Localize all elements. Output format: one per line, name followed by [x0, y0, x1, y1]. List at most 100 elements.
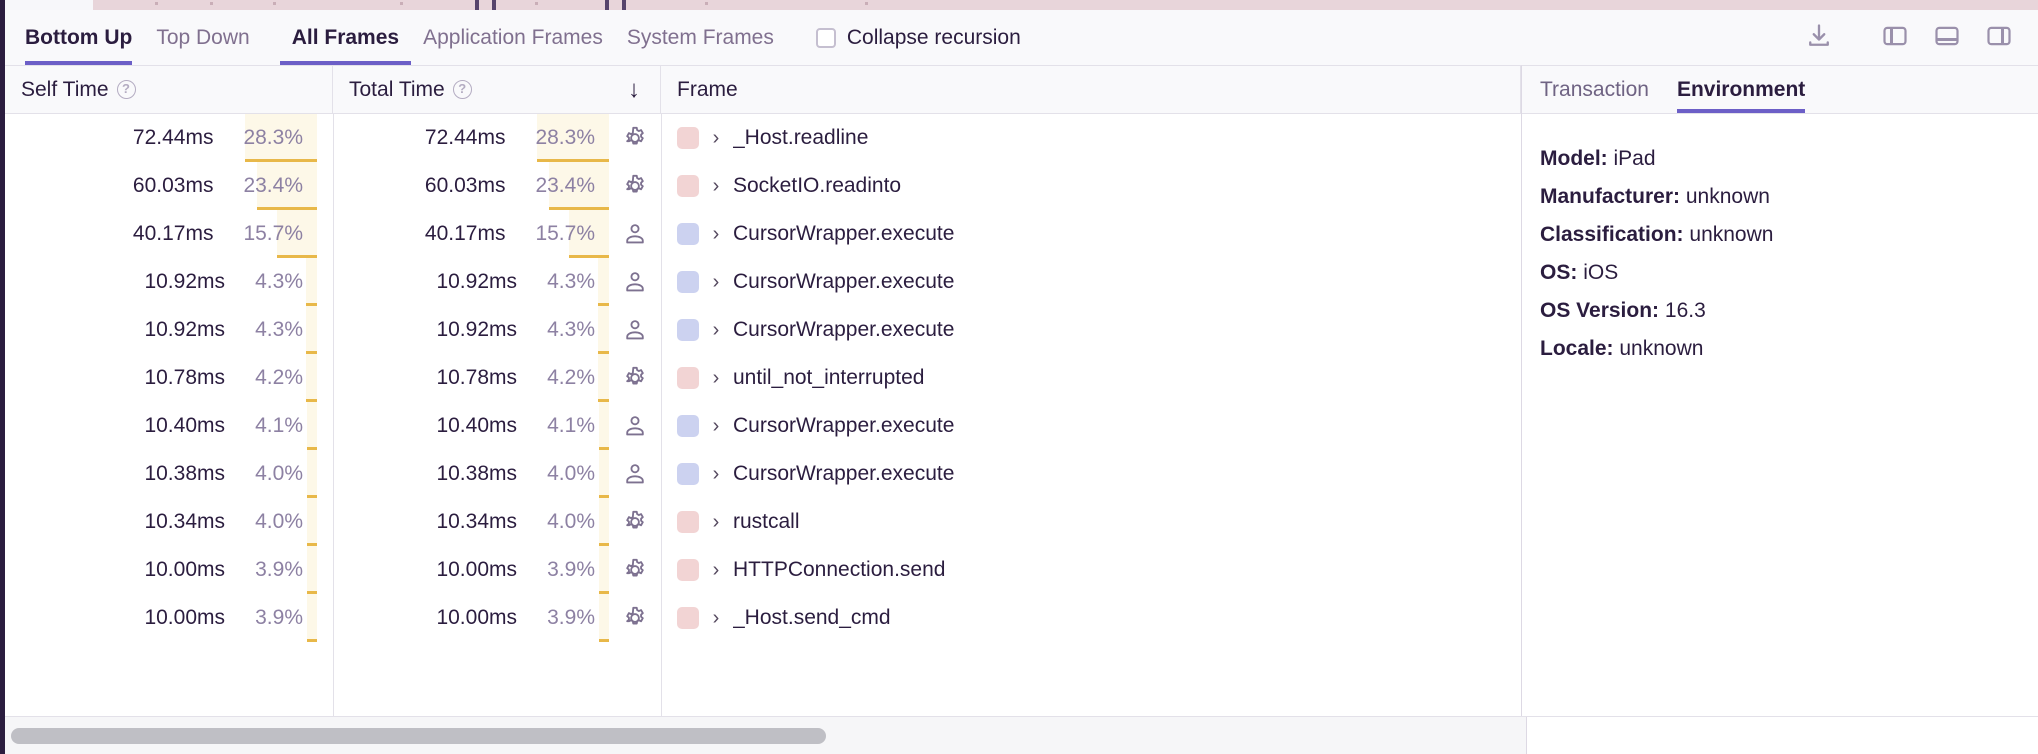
frame-color-swatch: [677, 415, 699, 437]
percent-cell: 15.7%: [235, 210, 317, 258]
gear-icon[interactable]: [609, 605, 661, 631]
table-row[interactable]: 10.00ms 3.9% 10.00ms 3.9% › _Host.send_c…: [5, 594, 1521, 642]
column-header-frame[interactable]: Frame: [661, 66, 1521, 113]
flamegraph-dot: [535, 2, 538, 5]
percent-highlight: [307, 546, 317, 594]
table-row[interactable]: 10.78ms 4.2% 10.78ms 4.2% › until_not_in…: [5, 354, 1521, 402]
help-icon[interactable]: ?: [452, 80, 472, 99]
percent-cell: 4.3%: [247, 258, 317, 306]
flamegraph-tick: [492, 0, 496, 10]
flamegraph-strip-left-gap: [5, 0, 93, 10]
expand-chevron-icon[interactable]: ›: [712, 558, 720, 581]
panel-right-icon[interactable]: [1982, 19, 2016, 53]
horizontal-scrollbar-track[interactable]: [5, 717, 1526, 754]
expand-chevron-icon[interactable]: ›: [712, 366, 720, 389]
environment-key: Manufacturer:: [1540, 185, 1681, 208]
percent-cell: 4.2%: [247, 354, 317, 402]
percent-highlight: [306, 354, 317, 402]
table-row[interactable]: 10.00ms 3.9% 10.00ms 3.9% › HTTPConnecti…: [5, 546, 1521, 594]
duration-value: 10.78ms: [144, 366, 225, 389]
environment-key: OS:: [1540, 261, 1578, 284]
frame-color-swatch: [677, 175, 699, 197]
percent-value: 4.3%: [547, 318, 595, 341]
horizontal-scrollbar-thumb[interactable]: [11, 727, 826, 744]
tab-bottom-up[interactable]: Bottom Up: [25, 10, 144, 65]
percent-cell: 23.4%: [527, 162, 609, 210]
gear-icon[interactable]: [609, 365, 661, 391]
table-row[interactable]: 40.17ms 15.7% 40.17ms 15.7% › CursorWrap…: [5, 210, 1521, 258]
gear-icon[interactable]: [609, 557, 661, 583]
environment-key: Locale:: [1540, 337, 1614, 360]
expand-chevron-icon[interactable]: ›: [712, 270, 720, 293]
tab-system-frames[interactable]: System Frames: [615, 10, 786, 65]
user-icon[interactable]: [609, 461, 661, 487]
frame-cell: › CursorWrapper.execute: [661, 306, 1521, 354]
percent-cell: 4.0%: [539, 450, 609, 498]
percent-value: 4.1%: [255, 414, 303, 437]
frame-color-swatch: [677, 367, 699, 389]
flamegraph-tick: [622, 0, 626, 10]
environment-row: Model: iPad: [1540, 140, 2038, 178]
user-icon[interactable]: [609, 269, 661, 295]
panel-bottom-icon[interactable]: [1930, 19, 1964, 53]
gear-icon[interactable]: [609, 173, 661, 199]
expand-chevron-icon[interactable]: ›: [712, 606, 720, 629]
download-icon[interactable]: [1802, 19, 1836, 53]
user-icon[interactable]: [609, 317, 661, 343]
tab-top-down-label: Top Down: [156, 25, 250, 49]
collapse-recursion-label: Collapse recursion: [846, 25, 1021, 49]
tab-environment[interactable]: Environment: [1676, 66, 1817, 113]
expand-chevron-icon[interactable]: ›: [712, 510, 720, 533]
frames-table-body-wrap[interactable]: 72.44ms 28.3% 72.44ms 28.3% › _Host.read…: [5, 114, 1521, 716]
flamegraph-strip[interactable]: [5, 0, 2038, 10]
expand-chevron-icon[interactable]: ›: [712, 174, 720, 197]
table-row[interactable]: 10.40ms 4.1% 10.40ms 4.1% › CursorWrappe…: [5, 402, 1521, 450]
tab-all-frames[interactable]: All Frames: [279, 10, 412, 65]
user-icon[interactable]: [609, 221, 661, 247]
panel-left-icon[interactable]: [1878, 19, 1912, 53]
table-row[interactable]: 10.92ms 4.3% 10.92ms 4.3% › CursorWrappe…: [5, 258, 1521, 306]
table-row[interactable]: 60.03ms 23.4% 60.03ms 23.4% › SocketIO.r…: [5, 162, 1521, 210]
collapse-recursion-checkbox[interactable]: [815, 27, 836, 48]
table-row[interactable]: 72.44ms 28.3% 72.44ms 28.3% › _Host.read…: [5, 114, 1521, 162]
frame-cell: › rustcall: [661, 498, 1521, 546]
user-icon[interactable]: [609, 413, 661, 439]
duration-value: 72.44ms: [132, 126, 214, 149]
environment-row: OS Version: 16.3: [1540, 292, 2038, 330]
percent-value: 4.3%: [255, 270, 303, 293]
self-time-cell: 10.92ms 4.3%: [5, 258, 333, 306]
self-time-cell: 10.00ms 3.9%: [5, 594, 333, 642]
column-header-total-time[interactable]: Total Time ? ↓: [333, 66, 661, 113]
percent-cell: 15.7%: [527, 210, 609, 258]
total-time-cell: 40.17ms 15.7%: [333, 210, 661, 258]
expand-chevron-icon[interactable]: ›: [712, 126, 720, 149]
help-icon[interactable]: ?: [116, 80, 136, 99]
total-time-cell: 10.78ms 4.2%: [333, 354, 661, 402]
tab-application-frames[interactable]: Application Frames: [411, 10, 615, 65]
expand-chevron-icon[interactable]: ›: [712, 222, 720, 245]
tab-system-frames-label: System Frames: [626, 25, 774, 49]
duration-value: 60.03ms: [424, 174, 506, 197]
details-pane: Transaction Environment Model: iPad Manu…: [1521, 65, 2038, 716]
tab-top-down[interactable]: Top Down: [144, 10, 261, 65]
self-time-cell: 10.00ms 3.9%: [5, 546, 333, 594]
percent-highlight: [306, 498, 317, 546]
table-row[interactable]: 10.38ms 4.0% 10.38ms 4.0% › CursorWrappe…: [5, 450, 1521, 498]
expand-chevron-icon[interactable]: ›: [712, 318, 720, 341]
table-row[interactable]: 10.92ms 4.3% 10.92ms 4.3% › CursorWrappe…: [5, 306, 1521, 354]
expand-chevron-icon[interactable]: ›: [712, 414, 720, 437]
table-row[interactable]: 10.34ms 4.0% 10.34ms 4.0% › rustcall: [5, 498, 1521, 546]
duration-value: 40.17ms: [424, 222, 506, 245]
collapse-recursion-toggle[interactable]: Collapse recursion: [815, 10, 1021, 65]
percent-bar: [307, 639, 317, 642]
gear-icon[interactable]: [609, 509, 661, 535]
gear-icon[interactable]: [609, 125, 661, 151]
tab-transaction[interactable]: Transaction: [1540, 66, 1661, 113]
self-time-cell: 10.78ms 4.2%: [5, 354, 333, 402]
environment-key: OS Version:: [1540, 299, 1660, 322]
self-time-cell: 10.92ms 4.3%: [5, 306, 333, 354]
column-header-self-time-label: Self Time: [21, 77, 109, 101]
expand-chevron-icon[interactable]: ›: [712, 462, 720, 485]
sort-descending-icon[interactable]: ↓: [628, 75, 640, 103]
column-header-self-time[interactable]: Self Time ?: [5, 66, 333, 113]
